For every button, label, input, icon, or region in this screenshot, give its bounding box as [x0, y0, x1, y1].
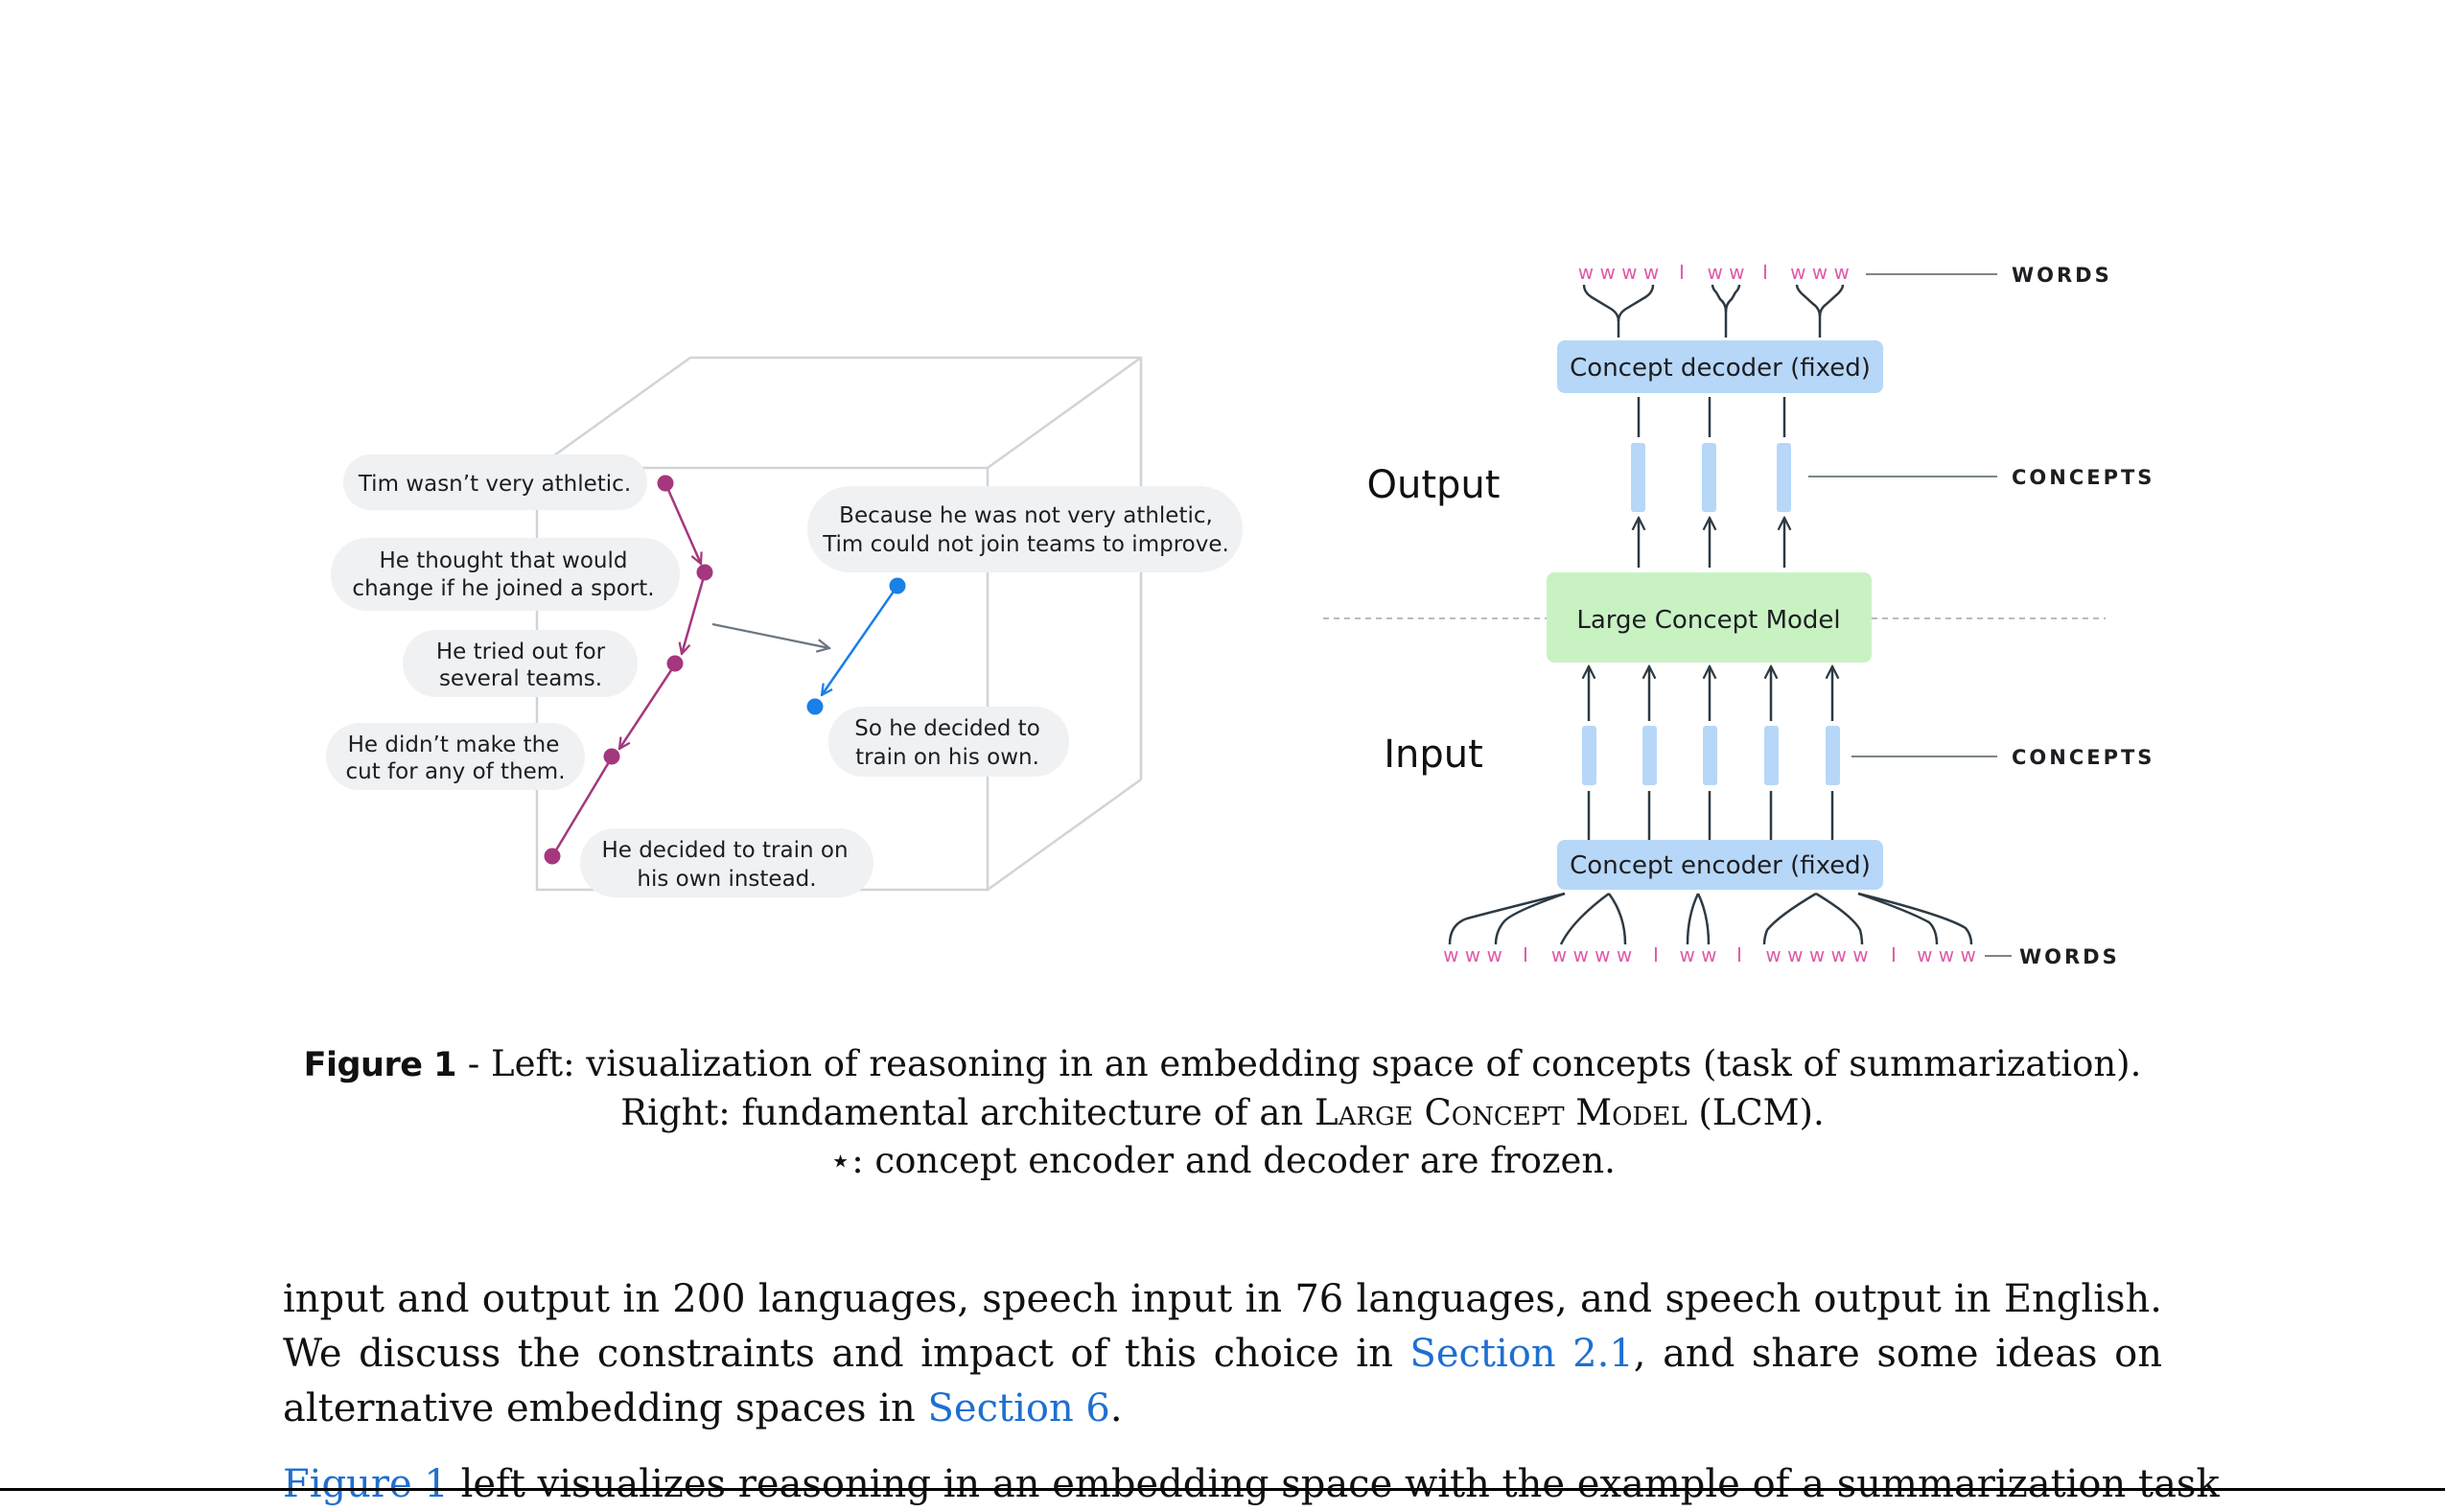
figure-1-link[interactable]: Figure 1 — [283, 1462, 449, 1506]
bubble-didnt-make-cut: He didn’t make the cut for any of them. — [326, 723, 585, 790]
concept-point — [696, 564, 713, 581]
paragraph-text: left visualizes reasoning in an embeddin… — [460, 1462, 2220, 1506]
word-group: w w w — [1917, 943, 1976, 966]
bubble-text: several teams. — [439, 666, 602, 691]
embedding-space-panel: Tim wasn’t very athletic. He thought tha… — [326, 356, 1243, 897]
lcm-label: Large Concept Model — [1576, 606, 1840, 635]
bubble-thought-sport: He thought that would change if he joine… — [331, 538, 680, 611]
word-group: w w w — [1443, 943, 1502, 966]
section-2-1-link[interactable]: Section 2.1 — [1409, 1332, 1634, 1376]
bubble-text: his own instead. — [637, 867, 816, 892]
word-group: w w w — [1790, 261, 1850, 284]
concept-vector — [1631, 443, 1645, 512]
concept-decoder-box: Concept decoder (fixed) — [1557, 340, 1883, 393]
bubble-text: Tim could not join teams to improve. — [822, 532, 1229, 557]
concept-point — [889, 577, 906, 594]
bubble-tim-athletic: Tim wasn’t very athletic. — [343, 454, 647, 510]
concept-point — [806, 698, 824, 715]
word-group: w w — [1707, 261, 1744, 284]
concept-point — [666, 655, 684, 672]
bubble-text: So he decided to — [854, 716, 1040, 741]
concept-vector — [1703, 726, 1717, 785]
caption-text: (LCM). — [1698, 1092, 1825, 1133]
lcm-architecture-panel: w w w w I w w I w w w WORDS Concept deco… — [1323, 261, 2154, 968]
input-concepts — [1582, 666, 1840, 840]
paragraph-text: . — [1109, 1386, 1123, 1431]
concept-vector — [1582, 726, 1596, 785]
words-label-bottom: WORDS — [2019, 945, 2120, 968]
input-concept-path — [552, 482, 707, 854]
top-words-row: w w w w I w w I w w w — [1578, 261, 1850, 284]
word-encoder-links — [1448, 892, 1973, 945]
bubble-summary-sentence-1: Because he was not very athletic, Tim co… — [807, 486, 1243, 572]
word-separator: I — [1653, 943, 1659, 966]
concept-vector — [1777, 443, 1791, 512]
bubble-text: train on his own. — [855, 745, 1039, 770]
paragraph-text: input and output in 200 languages, speec… — [283, 1277, 2162, 1376]
bubble-text: cut for any of them. — [345, 759, 565, 784]
words-label-top: WORDS — [2012, 264, 2112, 287]
mapping-arrow — [711, 622, 829, 648]
bottom-words-row: w w w I w w w w I w w I w w w w w I w w … — [1443, 943, 1976, 966]
caption-figure-label: Figure 1 — [303, 1046, 457, 1084]
bubble-text: change if he joined a sport. — [352, 576, 654, 601]
input-concept-points — [544, 475, 713, 865]
bubble-train-own-instead: He decided to train on his own instead. — [580, 828, 873, 897]
concept-point — [603, 748, 620, 765]
bubble-summary-sentence-2: So he decided to train on his own. — [828, 707, 1069, 777]
decoder-word-links — [1582, 284, 1845, 337]
bubble-text: Tim wasn’t very athletic. — [358, 472, 631, 497]
word-group: w w w w — [1551, 943, 1633, 966]
bubble-text: He decided to train on — [601, 838, 848, 863]
bubble-text: He didn’t make the — [348, 733, 560, 757]
page-bottom-edge — [0, 1488, 2445, 1491]
bubble-text: He tried out for — [436, 640, 606, 664]
caption-line-1: Figure 1 - Left: visualization of reason… — [0, 1040, 2445, 1089]
word-group: w w w w w — [1765, 943, 1868, 966]
concept-vector — [1826, 726, 1840, 785]
caption-line-2: Right: fundamental architecture of an La… — [0, 1089, 2445, 1137]
output-label: Output — [1367, 463, 1501, 507]
large-concept-model-box: Large Concept Model — [1547, 572, 1872, 663]
output-concept-path — [822, 585, 899, 695]
concept-vector — [1702, 443, 1716, 512]
body-paragraph-cut-off: Figure 1 left visualizes reasoning in an… — [283, 1457, 2220, 1512]
concept-vector — [1642, 726, 1657, 785]
word-group: w w w w — [1578, 261, 1660, 284]
bubble-text: He thought that would — [380, 548, 628, 573]
word-separator: I — [1891, 943, 1897, 966]
concept-encoder-box: Concept encoder (fixed) — [1557, 840, 1883, 890]
caption-footnote: ⋆: concept encoder and decoder are froze… — [829, 1140, 1616, 1181]
caption-line-3: ⋆: concept encoder and decoder are froze… — [0, 1137, 2445, 1185]
concept-point — [657, 475, 674, 492]
section-6-link[interactable]: Section 6 — [927, 1386, 1110, 1431]
word-group: w w — [1679, 943, 1716, 966]
concept-encoder-label: Concept encoder (fixed) — [1570, 851, 1871, 880]
word-separator: I — [1679, 261, 1685, 284]
embedding-cube — [535, 356, 1143, 892]
body-paragraph: input and output in 200 languages, speec… — [283, 1272, 2162, 1436]
word-separator: I — [1762, 261, 1768, 284]
paragraph-text: , and share some ideas on alternative em… — [283, 1332, 2162, 1431]
caption-model-name: Large Concept Model — [1315, 1092, 1688, 1133]
bubble-text: Because he was not very athletic, — [839, 503, 1213, 528]
output-concepts — [1631, 397, 1791, 568]
word-separator: I — [1736, 943, 1742, 966]
output-concept-points — [806, 577, 906, 715]
concept-decoder-label: Concept decoder (fixed) — [1570, 354, 1871, 383]
concepts-label-output: CONCEPTS — [2012, 466, 2154, 489]
caption-text: - Left: visualization of reasoning in an… — [467, 1043, 2142, 1084]
concept-point — [544, 848, 561, 865]
caption-text: Right: fundamental architecture of an — [620, 1092, 1304, 1133]
figure-caption: Figure 1 - Left: visualization of reason… — [0, 1040, 2445, 1185]
bubble-tried-out: He tried out for several teams. — [403, 630, 638, 697]
input-label: Input — [1384, 733, 1483, 777]
word-separator: I — [1523, 943, 1528, 966]
concepts-label-input: CONCEPTS — [2012, 746, 2154, 769]
concept-vector — [1764, 726, 1779, 785]
figure-1: Tim wasn’t very athletic. He thought tha… — [326, 261, 2154, 968]
